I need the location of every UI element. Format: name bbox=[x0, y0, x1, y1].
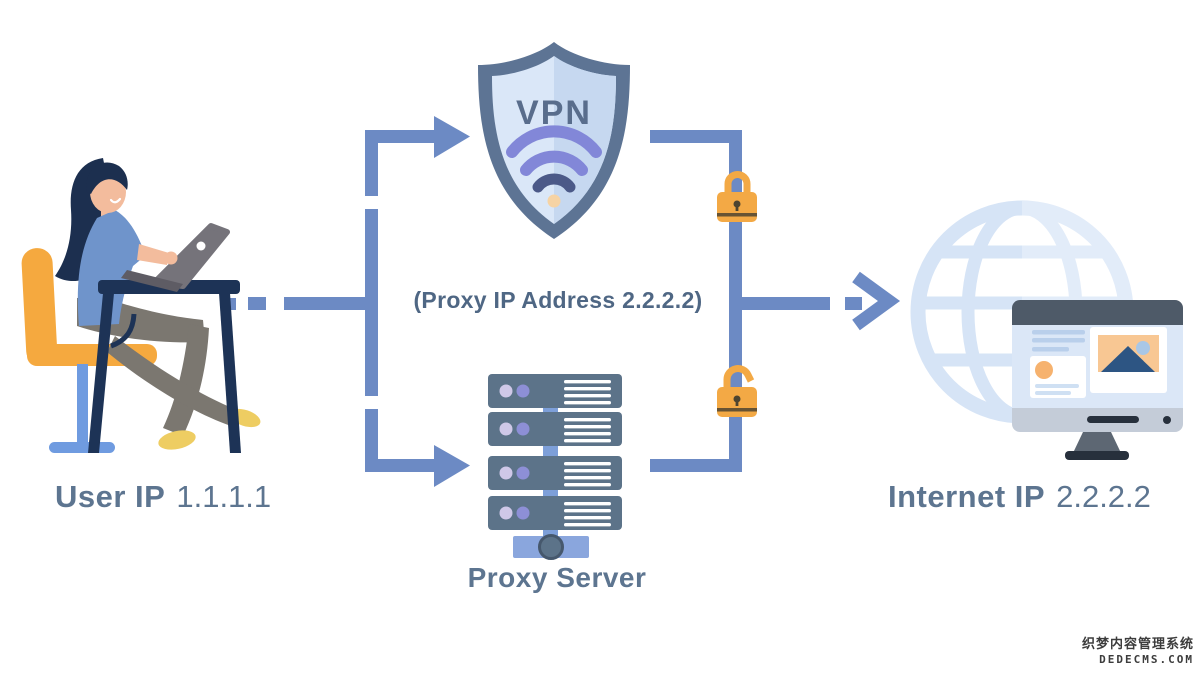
user-ip-value: 1.1.1.1 bbox=[176, 479, 272, 514]
watermark-line1: 织梦内容管理系统 bbox=[1081, 637, 1194, 652]
watermark-line2: DEDECMS.COM bbox=[1099, 653, 1194, 666]
webpage-content bbox=[1030, 327, 1167, 398]
arrow-to-proxy-icon bbox=[434, 445, 470, 487]
user-ip-label: User IP 1.1.1.1 bbox=[55, 479, 271, 515]
watermark: 织梦内容管理系统 DEDECMS.COM bbox=[1082, 637, 1194, 667]
shoe-left bbox=[158, 430, 196, 450]
torso bbox=[77, 210, 145, 326]
monitor-stand bbox=[1073, 432, 1121, 453]
proxy-ip-note: (Proxy IP Address 2.2.2.2) bbox=[413, 287, 703, 313]
internet-illustration bbox=[910, 200, 1183, 460]
laptop-icon bbox=[121, 223, 230, 292]
server-units bbox=[488, 374, 622, 530]
user-illustration bbox=[21, 158, 261, 453]
proxy-server-label: Proxy Server bbox=[467, 562, 647, 593]
user-dashed-line bbox=[227, 297, 376, 310]
forearm bbox=[137, 244, 169, 265]
padlock-open-icon bbox=[717, 365, 757, 417]
vpn-shield-icon: VPN bbox=[478, 42, 630, 239]
smile bbox=[109, 197, 122, 204]
left-branch-line bbox=[365, 130, 434, 472]
internet-ip-value: 2.2.2.2 bbox=[1056, 479, 1151, 514]
hand bbox=[164, 251, 178, 265]
internet-ip-prefix: Internet IP bbox=[888, 479, 1046, 514]
internet-ip-label: Internet IP 2.2.2.2 bbox=[888, 479, 1151, 515]
proxy-server-icon bbox=[488, 374, 622, 560]
user-ip-prefix: User IP bbox=[55, 479, 166, 514]
monitor-foot bbox=[1065, 451, 1129, 460]
arrow-to-internet-icon bbox=[852, 271, 901, 331]
hair-top bbox=[86, 162, 128, 194]
wifi-icon bbox=[506, 125, 602, 208]
monitor-icon bbox=[1012, 300, 1183, 460]
server-hub bbox=[538, 534, 564, 560]
padlock-closed-icon bbox=[717, 171, 757, 222]
armrest bbox=[110, 313, 137, 349]
arrow-to-vpn-icon bbox=[434, 116, 470, 158]
